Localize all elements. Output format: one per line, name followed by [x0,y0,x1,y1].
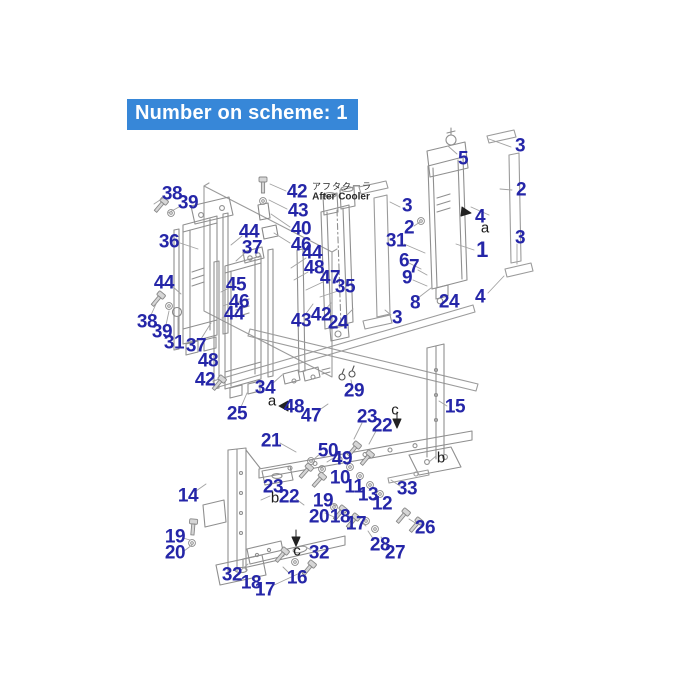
scheme-number-banner: Number on scheme: 1 [127,99,358,130]
radiator-right [426,127,469,305]
cross-brace-bars [212,304,479,392]
after-cooler [320,185,356,342]
link-bar [387,469,430,484]
mounting-panel-outline [203,182,338,378]
leader-lines [150,138,518,587]
side-strip-center [358,180,393,330]
after-cooler-caption-jp: アフタクーラ [311,181,373,192]
frame-channel-left [202,447,267,586]
view-arrows [278,206,472,547]
after-cooler-caption-en: After Cooler [312,191,370,203]
scheme-number-banner-text: Number on scheme: 1 [135,102,348,124]
bracket-cluster [282,366,331,385]
frame-leg-right [408,343,462,476]
radiator-left [173,196,234,356]
side-strip-right [486,129,534,278]
bolt-icons [148,176,425,578]
clip-pair [338,365,356,381]
radiator-middle [213,246,306,399]
